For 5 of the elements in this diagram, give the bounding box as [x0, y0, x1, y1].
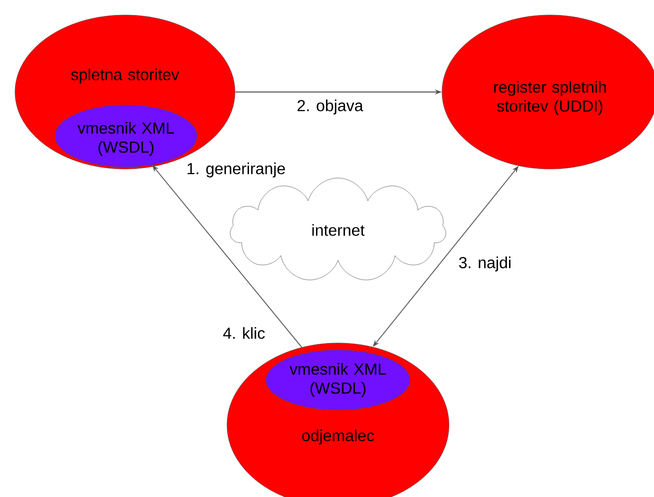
edge-label: 3. najdi — [457, 256, 513, 272]
ellipse-node: register spletnih storitev (UDDI) — [442, 14, 654, 170]
edge-label: 2. objava — [296, 98, 364, 116]
ellipse-node: vmesnik XML (WSDL) — [266, 350, 410, 410]
edge-label: 4. klic — [222, 326, 266, 340]
